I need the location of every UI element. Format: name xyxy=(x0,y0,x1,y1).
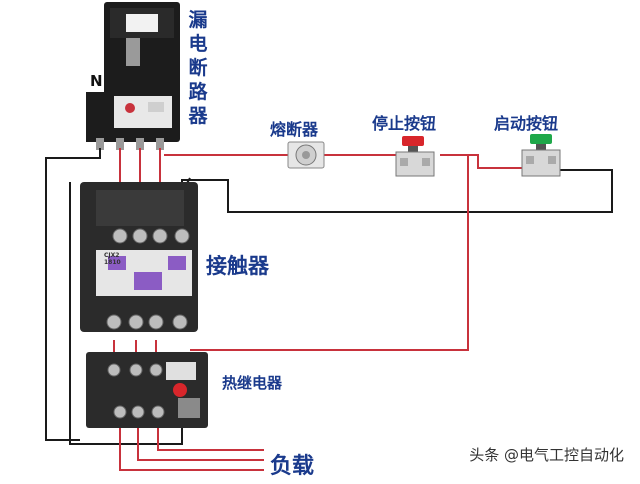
fuse-label: 熔断器 xyxy=(270,120,319,139)
fuse xyxy=(287,141,325,169)
load-label: 负载 xyxy=(270,454,315,479)
stop-button xyxy=(395,136,435,177)
contactor-label: 接触器 xyxy=(206,254,269,278)
contactor-plate: CJX2 1810 xyxy=(104,252,121,266)
start-button xyxy=(521,134,561,177)
contactor xyxy=(80,182,198,332)
leakage-breaker xyxy=(86,2,180,150)
watermark: 头条 @电气工控自动化 xyxy=(465,443,628,466)
thermal-relay-label: 热继电器 xyxy=(222,374,283,392)
n-terminal-label: N xyxy=(90,72,103,90)
neutral-wires xyxy=(45,148,613,445)
stop-button-label: 停止按钮 xyxy=(372,114,437,133)
breaker-label: 漏电断路器 xyxy=(188,9,208,127)
start-button-label: 启动按钮 xyxy=(494,114,559,133)
thermal-relay xyxy=(86,352,208,428)
